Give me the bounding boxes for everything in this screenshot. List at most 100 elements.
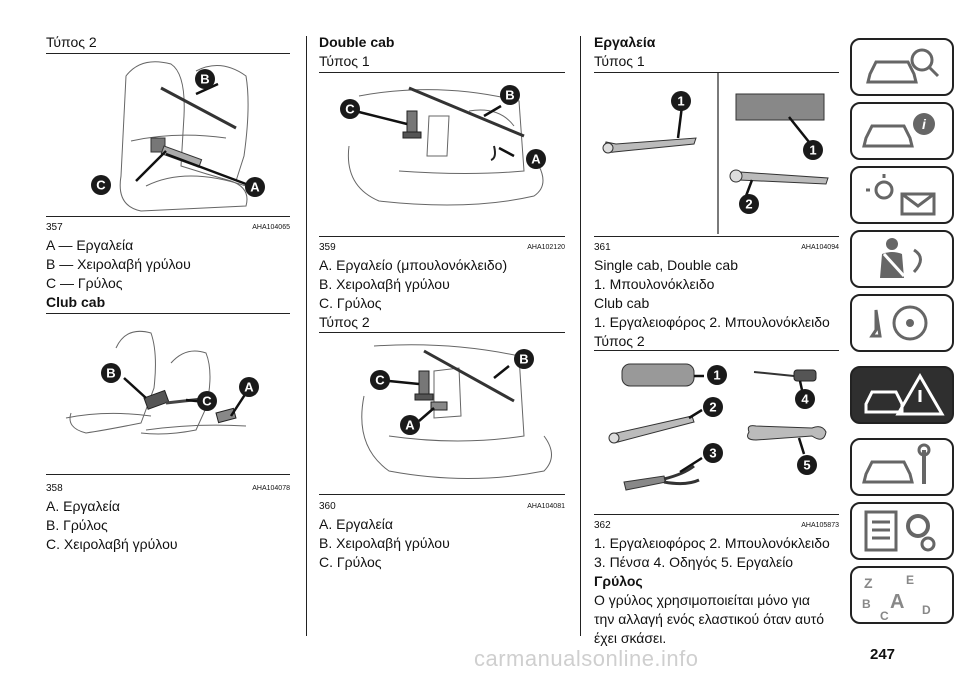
callout-c-label: C (96, 178, 106, 193)
callout-a-icon: A (245, 177, 265, 197)
caption-358: 358 AHA104078 (46, 483, 290, 495)
callout-4-label: 4 (801, 392, 809, 407)
rule (594, 236, 839, 237)
list-item: 1. Μπουλονόκλειδο (594, 276, 715, 292)
callout-c-label: C (345, 102, 355, 117)
callout-b-icon: B (195, 69, 215, 89)
figure-code: AHA104081 (527, 503, 565, 510)
section-tab-maintenance[interactable] (850, 438, 954, 496)
list-item: 3. Πένσα 4. Οδηγός 5. Εργαλείο (594, 554, 794, 570)
figure-number: 357 (46, 222, 63, 233)
callout-b-label: B (106, 366, 115, 381)
steering-wheel-icon (869, 305, 928, 341)
section-tab-index[interactable]: Z E B A C D (850, 566, 954, 624)
callout-a-label: A (244, 380, 254, 395)
caption-362: 362 AHA105873 (594, 520, 839, 532)
callout-2-label: 2 (745, 197, 752, 212)
figure-357-drawing (119, 61, 249, 212)
rule (319, 332, 565, 333)
text-single-double-cab: Single cab, Double cab (594, 257, 738, 273)
paragraph-line: έχει σκάσει. (594, 630, 667, 646)
list-item: A — Εργαλεία (46, 237, 134, 253)
heading-type-1: Τύπος 1 (594, 53, 645, 69)
figure-code: AHA104065 (252, 224, 290, 231)
list-item: B — Χειρολαβή γρύλου (46, 256, 191, 272)
callout-3-icon: 3 (703, 443, 723, 463)
car-info-icon: i (862, 113, 935, 148)
list-item: C. Γρύλος (319, 554, 382, 570)
callout-b-icon: B (514, 349, 534, 369)
heading-type-2: Τύπος 2 (46, 34, 97, 50)
list-item: 1. Εργαλειοφόρος 2. Μπουλονόκλειδο (594, 314, 830, 330)
alphabetical-index-icon: Z E B A C D (862, 573, 931, 623)
section-tab-car-info[interactable]: i (850, 102, 954, 160)
rule (594, 514, 839, 515)
callout-a-icon: A (526, 149, 546, 169)
callout-b-icon: B (101, 363, 121, 383)
column-divider (306, 36, 307, 636)
rule (46, 474, 290, 475)
heading-tools: Εργαλεία (594, 34, 656, 50)
list-item: C — Γρύλος (46, 275, 123, 291)
caption-359: 359 AHA102120 (319, 242, 565, 254)
callout-c-label: C (202, 394, 212, 409)
figure-362: 1 2 3 4 5 (594, 354, 839, 517)
callout-1-icon: 1 (803, 140, 823, 160)
section-tab-car-search[interactable] (850, 38, 954, 96)
callout-5-label: 5 (803, 458, 810, 473)
callout-2-icon: 2 (703, 397, 723, 417)
rule (594, 350, 839, 351)
callout-c-icon: C (340, 99, 360, 119)
list-item: C. Γρύλος (319, 295, 382, 311)
list-item: A. Εργαλείο (μπουλονόκλειδο) (319, 257, 508, 273)
figure-number: 358 (46, 483, 63, 494)
callout-c-icon: C (197, 391, 217, 411)
paragraph-line: Ο γρύλος χρησιμοποιείται μόνο για (594, 592, 810, 608)
caption-360: 360 AHA104081 (319, 501, 565, 513)
section-tab-safety[interactable] (850, 230, 954, 288)
figure-number: 360 (319, 501, 336, 512)
callout-1-label: 1 (809, 143, 816, 158)
section-tab-driving[interactable] (850, 294, 954, 352)
callout-a-label: A (405, 418, 415, 433)
rule (319, 494, 565, 495)
figure-code: AHA104094 (801, 244, 839, 251)
section-tab-technical-data[interactable] (850, 502, 954, 560)
list-item: B. Χειρολαβή γρύλου (319, 535, 450, 551)
callout-c-label: C (375, 373, 385, 388)
section-tab-warning-lights[interactable] (850, 166, 954, 224)
heading-type-1: Τύπος 1 (319, 53, 370, 69)
caption-361: 361 AHA104094 (594, 242, 839, 254)
figure-358: B C A (46, 318, 290, 473)
seatbelt-safety-icon (880, 238, 922, 278)
callout-a-icon: A (239, 377, 259, 397)
figure-number: 361 (594, 242, 611, 253)
page-number: 247 (870, 646, 896, 663)
car-search-icon (866, 48, 940, 84)
svg-text:i: i (922, 116, 927, 132)
callout-1-label: 1 (713, 368, 720, 383)
figure-357: C B A (46, 56, 290, 221)
list-item: 1. Εργαλειοφόρος 2. Μπουλονόκλειδο (594, 535, 830, 551)
callout-c-icon: C (91, 175, 111, 195)
figure-code: AHA104078 (252, 485, 290, 492)
rule (319, 72, 565, 73)
list-item: C. Χειρολαβή γρύλου (46, 536, 178, 552)
technical-data-icon (864, 510, 936, 552)
callout-c-icon: C (370, 370, 390, 390)
figure-359: C B A (319, 76, 565, 236)
rule (319, 236, 565, 237)
text-club-cab: Club cab (594, 295, 650, 311)
figure-361: 1 1 2 (594, 72, 839, 239)
callout-1-icon: 1 (707, 365, 727, 385)
figure-360-drawing (361, 344, 552, 479)
figure-362-drawing (608, 363, 827, 491)
svg-text:B: B (862, 597, 871, 611)
svg-text:D: D (922, 603, 931, 617)
list-item: A. Εργαλεία (319, 516, 393, 532)
section-tab-emergency[interactable] (850, 366, 954, 424)
svg-text:C: C (880, 609, 889, 622)
callout-a-icon: A (400, 415, 420, 435)
callout-b-label: B (200, 72, 209, 87)
svg-text:Z: Z (864, 575, 873, 591)
